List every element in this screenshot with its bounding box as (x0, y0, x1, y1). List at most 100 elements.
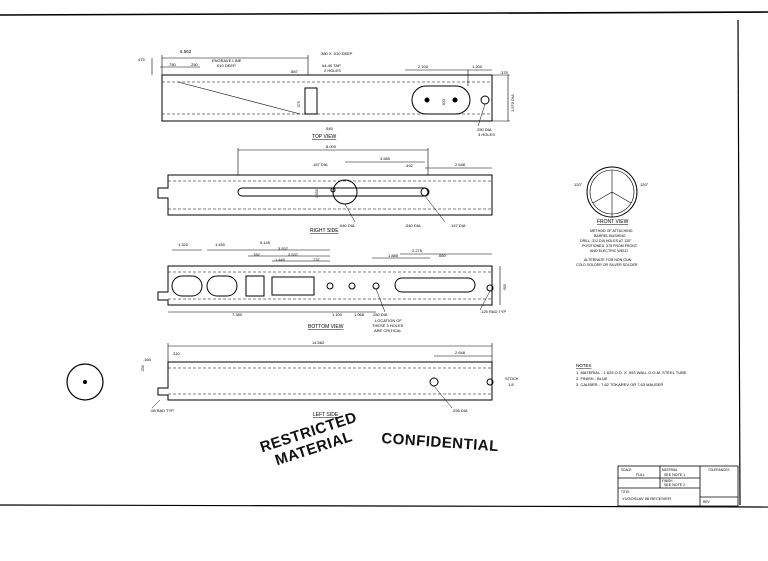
tb-finish-label: FINISH (662, 479, 673, 483)
top-view-slot (411, 85, 471, 115)
left-view-body (157, 361, 493, 401)
dim-text: 2.648 (455, 162, 466, 167)
note-line: 1. MATERIAL - 1.625 O.D. X .093 WALL D.O… (576, 370, 687, 375)
right-side-view (157, 148, 493, 223)
front-note-line: BARREL BUSHING (594, 234, 626, 238)
dim-text: 2.537 (288, 252, 299, 257)
right-view-body (157, 174, 493, 216)
dim-text: 1.000 (315, 189, 319, 198)
front-note-line: COLD SOLDER OR SILVER SOLDER (576, 263, 638, 267)
dim-text: .380 X .010 DEEP (320, 51, 353, 56)
dim-text: 14.562 (312, 340, 325, 345)
dim-text: 2.100 (418, 64, 429, 69)
dim-text: 3.580 (380, 156, 391, 161)
front-view-label: FRONT VIEW (597, 219, 629, 225)
dim-text: .250 DIA (372, 312, 388, 317)
dim-text: 8.000 (326, 144, 337, 149)
front-view (586, 166, 638, 218)
dim-text: .833 (442, 99, 446, 106)
top-view-body (161, 74, 493, 122)
dim-text: 2 HOLES (324, 68, 341, 73)
tb-finish-value: SEE NOTE 2 (664, 483, 685, 487)
dim-text: 1.450 (215, 242, 226, 247)
dim-text: 1.570 DIA (510, 94, 515, 112)
dim-text: .650 (438, 253, 447, 258)
front-note-line: ALTERNATE FOR NON-GUN (584, 258, 632, 262)
sheet-bottom-border (0, 504, 768, 508)
dim-text: .782 (252, 252, 261, 257)
dim-text: 2.275 (412, 248, 423, 253)
dim-text: 3 HOLES (478, 132, 495, 137)
bottom-view-label: BOTTOM VIEW (308, 324, 344, 330)
dim-text: .575 (297, 101, 301, 108)
right-side-label: RIGHT SIDE (310, 228, 339, 234)
dim-text: STOCK (505, 376, 519, 381)
dim-text: 5.145 (260, 240, 271, 245)
dim-text: ARE CRITICAL (374, 328, 402, 333)
notes-title: NOTES (576, 363, 592, 368)
dim-text: .125 RAD TYP (480, 309, 506, 314)
dim-text: .737 (312, 257, 321, 262)
dim-text: .295 DIA (452, 408, 468, 413)
dim-text: .900 (503, 284, 507, 291)
dim-text: 1.100 (332, 312, 343, 317)
dim-text: .250 (190, 62, 199, 67)
dim-text: 010 DEEP (217, 63, 236, 68)
dim-text: 3.537 (278, 246, 289, 251)
front-note-line: DRILL .312 DIA HOLES AT 120° (580, 239, 632, 243)
front-note-line: POSITIONED .375 FROM FRONT (582, 244, 638, 248)
dim-text: 6.562 (180, 49, 192, 54)
dim-text: 7.380 (232, 312, 243, 317)
dim-text: THESE 3 HOLES (372, 323, 404, 328)
left-side-label: LEFT SIDE (313, 412, 339, 418)
dim-text: 120° (640, 182, 649, 187)
dim-text: 1.440 (275, 257, 286, 262)
tb-material-label: MATERIAL (662, 468, 678, 472)
bottom-view-body (157, 265, 493, 306)
dim-text: .475 (137, 57, 146, 62)
dim-text: .887 (290, 69, 299, 74)
dim-text: 2.648 (455, 350, 466, 355)
dim-text: .540 DIA (405, 223, 421, 228)
dim-text: .310 (172, 351, 181, 356)
title-block (617, 465, 739, 507)
tb-material-value: SEE NOTE 1 (664, 473, 685, 477)
dim-text: .187 DIA (312, 162, 328, 167)
dim-text: .165 (143, 357, 152, 362)
front-note-line: AND ELECTRIC WELD (590, 249, 628, 253)
dim-text: ENGRAVE LINE (212, 58, 242, 63)
dim-text: .640 DIA (339, 223, 355, 228)
dim-text: #4-40 TAP (322, 63, 341, 68)
dim-text: 1.068 (354, 312, 365, 317)
dim-text: 1.200 (472, 64, 483, 69)
top-view-label: TOP VIEW (312, 134, 337, 140)
bottom-view (157, 249, 501, 313)
front-note-line: METHOD OF ATTACHING (590, 229, 633, 233)
note-line: 3. CALIBER - 7.62 TOKAREV OR 7.63 MAUSER (576, 382, 663, 387)
dim-text: .545 (325, 126, 334, 131)
tb-scale-value: FULL (636, 473, 645, 477)
dim-text: .230 (141, 365, 145, 372)
dim-text: .08 RAD TYP (150, 408, 174, 413)
dim-text: 1.8 (508, 382, 514, 387)
tb-rev: REV (703, 500, 710, 504)
dim-text: .750 (168, 62, 177, 67)
dim-text: 1.320 (178, 242, 189, 247)
top-view (151, 55, 510, 127)
dim-text: .375 (500, 70, 509, 75)
dim-text: .147 DIA (450, 223, 466, 228)
note-line: 2. FINISH - BLUE (576, 376, 608, 381)
dim-text: 120° (574, 182, 583, 187)
dim-text: LOCATION OF (375, 318, 402, 323)
sheet-top-border (0, 11, 768, 16)
end-view-circle (66, 363, 104, 401)
dim-text: .492 (405, 163, 414, 168)
tb-scale-label: SCALE (621, 468, 631, 472)
tb-title-value: YUGOSLAV 56 RECEIVER (622, 496, 671, 501)
dim-text: .250 DIA (476, 127, 492, 132)
tb-tolerances: TOLERANCES (708, 468, 730, 472)
left-side-view (151, 343, 494, 409)
sheet-right-border (737, 19, 741, 506)
tb-title-label: TITLE (621, 490, 630, 494)
